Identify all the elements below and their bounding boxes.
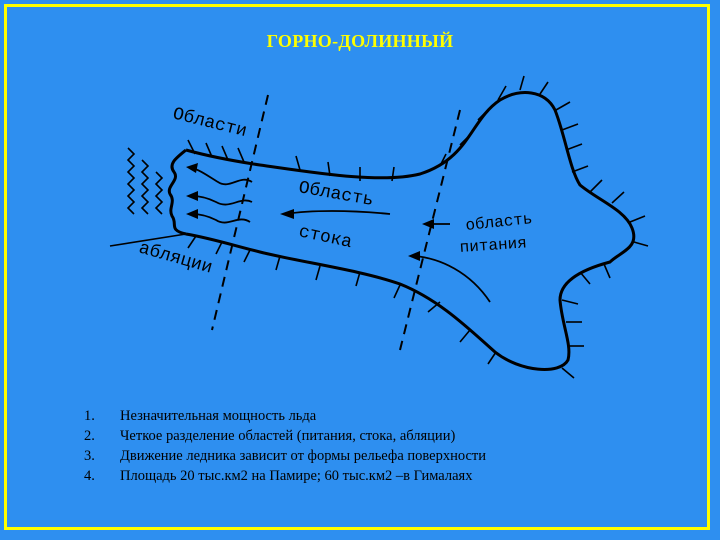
ablation-flow-arrows bbox=[191, 167, 253, 224]
list-item-text: Незначительная мощность льда bbox=[120, 408, 317, 424]
list-item: 1. Незначительная мощность льда bbox=[84, 406, 486, 426]
list-item-text: Движение ледника зависит от формы рельеф… bbox=[120, 448, 486, 464]
list-item: 3. Движение ледника зависит от формы рель… bbox=[84, 446, 486, 466]
list-item-number: 2. bbox=[84, 428, 95, 444]
list-item-text: Четкое разделение областей (питания, сто… bbox=[120, 428, 456, 444]
slide-frame bbox=[4, 4, 710, 530]
ablation-arrowheads bbox=[186, 163, 198, 219]
label-ablyacii: абляции bbox=[136, 238, 214, 279]
label-oblast-pitaniya-1: область bbox=[465, 210, 534, 235]
list-item: 2. Четкое разделение областей (питания, с… bbox=[84, 426, 486, 446]
meltwater-streams bbox=[126, 147, 164, 215]
valley-arrowheads bbox=[280, 209, 434, 261]
label-oblast-pitaniya-2: питания bbox=[459, 234, 527, 257]
boundary-flow-accumulation bbox=[399, 109, 461, 351]
list-item-number: 1. bbox=[84, 408, 95, 424]
slide-title: ГОРНО-ДОЛИННЫЙ bbox=[266, 31, 454, 51]
boundary-ablation-flow bbox=[211, 94, 269, 331]
glacier-terminus bbox=[167, 148, 187, 236]
glacier-outline bbox=[185, 91, 636, 371]
list-item-number: 4. bbox=[84, 468, 95, 484]
label-stoka: стока bbox=[297, 222, 354, 253]
list-item-text: Площадь 20 тыс.км2 на Памире; 60 тыс.км2… bbox=[120, 468, 473, 484]
feature-list: 1. Незначительная мощность льда 2. Четкое … bbox=[84, 406, 486, 486]
slope-hatching bbox=[109, 75, 649, 379]
list-item-number: 3. bbox=[84, 448, 95, 464]
label-oblasti: Области bbox=[171, 103, 249, 142]
list-item: 4. Площадь 20 тыс.км2 на Памире; 60 тыс.к… bbox=[84, 466, 486, 486]
label-oblast: Область bbox=[297, 177, 375, 211]
